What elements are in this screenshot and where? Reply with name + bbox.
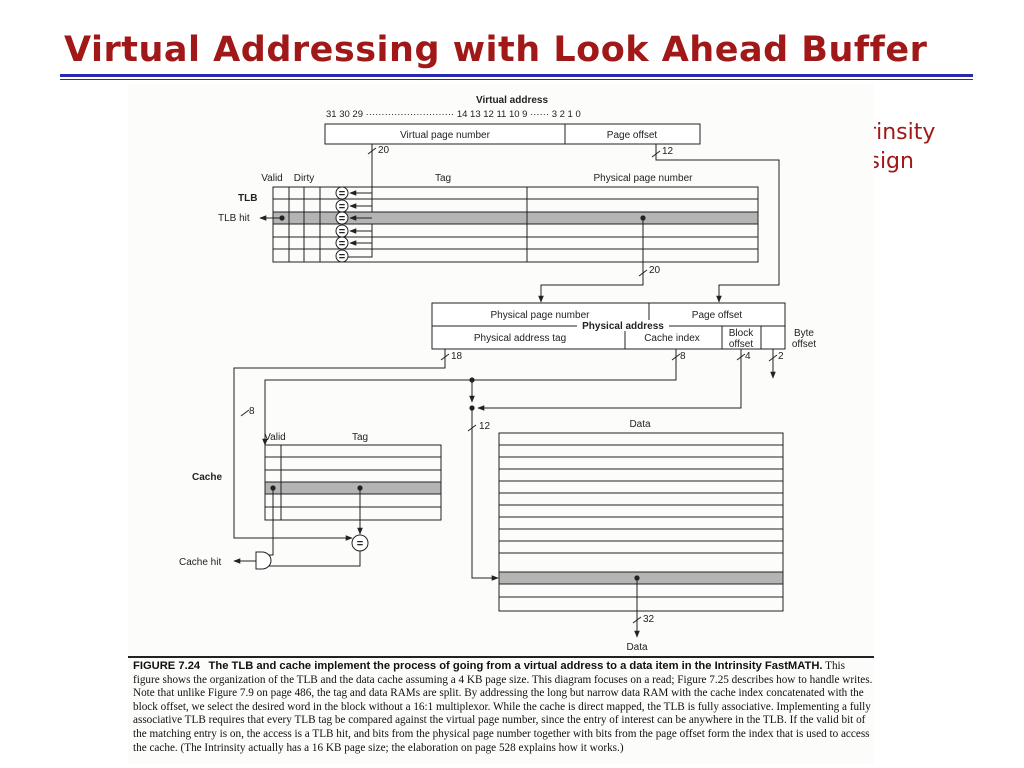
figure-caption: FIGURE 7.24 The TLB and cache implement … [133, 660, 873, 755]
cache-data-column-header: Data [629, 419, 651, 430]
vpn-bus [348, 144, 373, 258]
tlb-label: TLB [238, 193, 257, 204]
tlb-ppn-column-header: Physical page number [594, 173, 694, 184]
cache-index-field: Cache index [644, 333, 700, 344]
data-output-label: Data [626, 642, 648, 653]
data-ram-index-bus [471, 408, 499, 581]
data-index-width-label: 12 [479, 421, 491, 432]
virtual-address-register [324, 123, 701, 145]
cache-hit-label: Cache hit [179, 557, 221, 568]
caption-rule [128, 656, 874, 658]
data-index-width-tick [467, 424, 477, 432]
tlb-ppn-bus [538, 218, 644, 303]
cache-tag-column-header: Tag [352, 432, 368, 443]
tlb-comparator-symbol: = [339, 226, 345, 238]
tlb-valid-column-header: Valid [261, 173, 283, 184]
tlb-ppn-width-tick [638, 269, 648, 277]
title-underline [60, 74, 973, 77]
data-output-width-tick [632, 616, 642, 624]
physical-page-number-field: Physical page number [491, 310, 591, 321]
vpn-width-label: 20 [378, 145, 390, 156]
cache-tag-row-lines [265, 456, 441, 508]
caption-body: This figure shows the organization of th… [133, 660, 873, 754]
cache-selected-line [265, 482, 441, 494]
cache-tag-tap [357, 485, 363, 491]
byte-offset-width-label: 2 [778, 351, 784, 362]
block-offset-width-label: 4 [745, 351, 751, 362]
caption-figure-label: FIGURE 7.24 [133, 660, 201, 672]
tlb-matching-entry [273, 212, 758, 224]
title-underline-thin [60, 79, 973, 80]
tlb-comparator-symbol: = [339, 201, 345, 213]
cache-index-width-tick [671, 353, 681, 361]
tlb-comparator-symbol: = [339, 251, 345, 263]
page-offset-width-label: 12 [662, 146, 674, 157]
virtual-page-number-field: Virtual page number [400, 130, 491, 141]
block-offset-field-line-1: Block [729, 328, 754, 339]
tlb-ppn-width-label: 20 [649, 265, 661, 276]
tlb-ppn-tap [640, 215, 646, 221]
cache-tag-index-width-tick [240, 409, 250, 417]
byte-offset-width-tick [768, 354, 778, 362]
cache-index-junction [469, 377, 475, 383]
block-offset-field-line-2: offset [729, 339, 753, 350]
tlb-column-lines [288, 187, 528, 262]
tlb-dirty-column-header: Dirty [294, 173, 315, 184]
cache-tag-index-width-label: 8 [249, 406, 255, 417]
cache-data-ram [498, 432, 784, 612]
cache-index-width-label: 8 [680, 351, 686, 362]
tlb-valid-tap [279, 215, 285, 221]
caption-headline: The TLB and cache implement the process … [208, 660, 823, 672]
physical-address-tag-field: Physical address tag [474, 333, 566, 344]
byte-offset-label-line-2: offset [792, 339, 816, 350]
cache-valid-column-header: Valid [264, 432, 286, 443]
tlb-row-lines [273, 198, 758, 250]
page-offset-width-tick [651, 150, 661, 158]
tlb-comparators [335, 186, 372, 263]
physical-tag-width-tick [440, 353, 450, 361]
cache-index-bus [262, 349, 677, 446]
byte-offset-label-line-1: Byte [794, 328, 814, 339]
cache-comparator-symbol: = [357, 538, 363, 550]
block-offset-bus [477, 349, 742, 411]
block-offset-width-tick [736, 353, 746, 361]
tlb-comparator-symbol: = [339, 238, 345, 250]
physical-page-offset-field: Page offset [692, 310, 743, 321]
page-offset-bus [655, 144, 780, 303]
physical-address-heading-bg [577, 320, 669, 331]
slide-title: Virtual Addressing with Look Ahead Buffe… [64, 30, 928, 70]
cache-label: Cache [192, 472, 222, 483]
tlb-comparator-symbol: = [339, 188, 345, 200]
physical-tag-width-label: 18 [451, 351, 463, 362]
data-output-tap [634, 575, 640, 581]
compare-result-signal [268, 551, 361, 567]
tlb-hit-label: TLB hit [218, 213, 250, 224]
vpn-width-tick [367, 147, 377, 155]
physical-address-heading: Physical address [582, 321, 664, 332]
tlb-tag-column-header: Tag [435, 173, 451, 184]
tlb-comparator-symbol: = [339, 213, 345, 225]
data-output-width-label: 32 [643, 614, 655, 625]
data-ram-selected-word [499, 572, 783, 584]
physical-tag-bus [233, 349, 446, 541]
page-offset-field: Page offset [607, 130, 658, 141]
data-ram-row-lines [499, 444, 783, 598]
cache-hit-and-gate [255, 551, 272, 570]
figure-panel [128, 84, 874, 764]
cache-valid-tap [270, 485, 276, 491]
virtual-address-heading: Virtual address [476, 95, 549, 106]
virtual-address-bit-numbers: 31 30 29 ···························· 14… [326, 109, 581, 120]
